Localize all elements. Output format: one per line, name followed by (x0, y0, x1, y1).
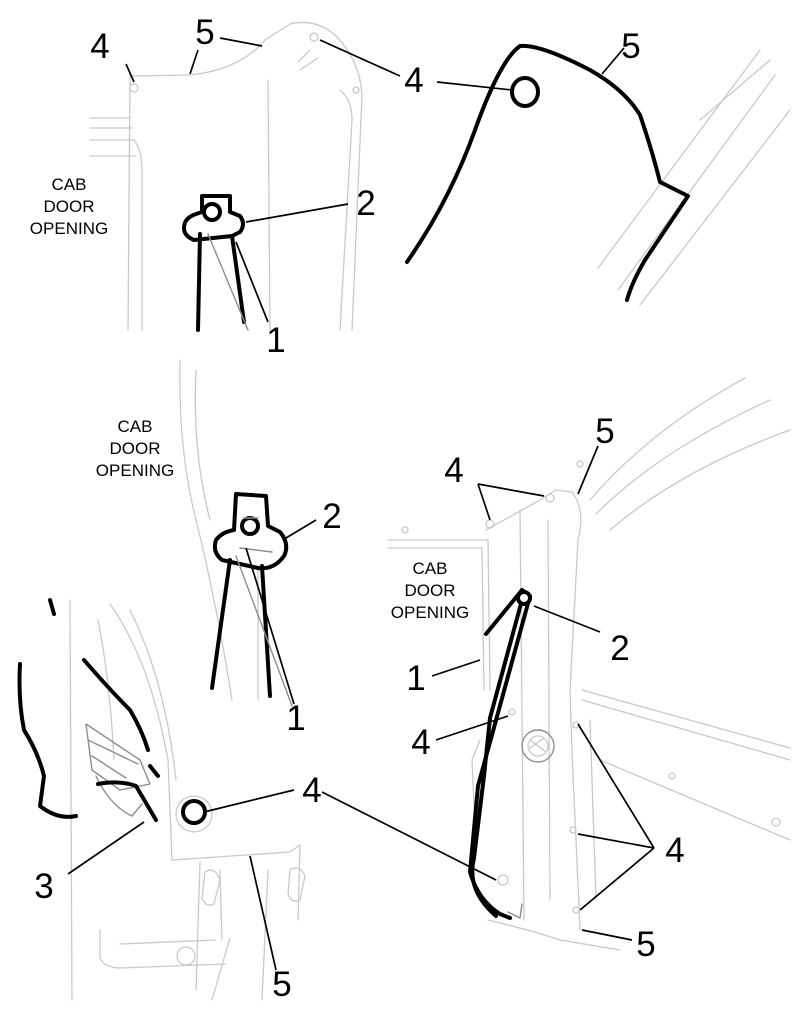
clip-hole-b (510, 76, 540, 108)
e-cab-door-opening-line1: CAB (413, 559, 448, 578)
a-label-1: 1 (266, 321, 285, 360)
c-cab-door-opening-line1: CAB (118, 417, 153, 436)
a-label-4-left: 4 (90, 27, 109, 66)
panel-b-top-right: 5 (405, 27, 791, 306)
speaker-grille (521, 729, 555, 763)
e-label-5-top: 5 (595, 412, 614, 451)
a-label-5: 5 (195, 13, 214, 52)
d-label-3: 3 (34, 867, 53, 906)
e-label-4-top: 4 (444, 451, 463, 490)
panel-d-bottom-left: 3 4 5 (17, 598, 322, 1004)
e-label-4-right: 4 (665, 831, 684, 870)
c-cab-door-opening-line2: DOOR (110, 439, 161, 458)
panel-a-top-left: 4 5 4 2 1 CAB DOOR OPENING (30, 13, 424, 360)
c-label-1: 1 (286, 699, 305, 738)
e-label-4-mid: 4 (411, 723, 430, 762)
d-label-5: 5 (272, 965, 291, 1004)
e-cab-door-opening-line2: DOOR (405, 581, 456, 600)
trim-outline-b (405, 43, 690, 302)
a-label-2: 2 (356, 184, 375, 223)
a-label-4-right: 4 (404, 61, 423, 100)
e-label-5-bottom: 5 (636, 925, 655, 964)
panel-c-middle-left: 2 1 CAB DOOR OPENING (96, 359, 342, 738)
a-cab-door-opening-line3: OPENING (30, 219, 108, 238)
clip-hole-d (181, 799, 207, 825)
belt-guide-c (212, 492, 289, 571)
c-label-2: 2 (322, 497, 341, 536)
panel-e-right: 4 5 2 1 4 4 5 CAB DOOR OPENING (321, 377, 791, 964)
e-label-1: 1 (406, 659, 425, 698)
hand-outline (17, 662, 78, 819)
e-label-2: 2 (610, 629, 629, 668)
c-cab-door-opening-line3: OPENING (96, 461, 174, 480)
anchor-bolt-e (516, 590, 532, 606)
a-cab-door-opening-line1: CAB (52, 175, 87, 194)
a-cab-door-opening-line2: DOOR (44, 197, 95, 216)
b-label-5: 5 (621, 27, 640, 66)
anchor-bolt-a (202, 202, 222, 222)
e-cab-door-opening-line3: OPENING (391, 603, 469, 622)
d-label-4: 4 (302, 771, 321, 810)
